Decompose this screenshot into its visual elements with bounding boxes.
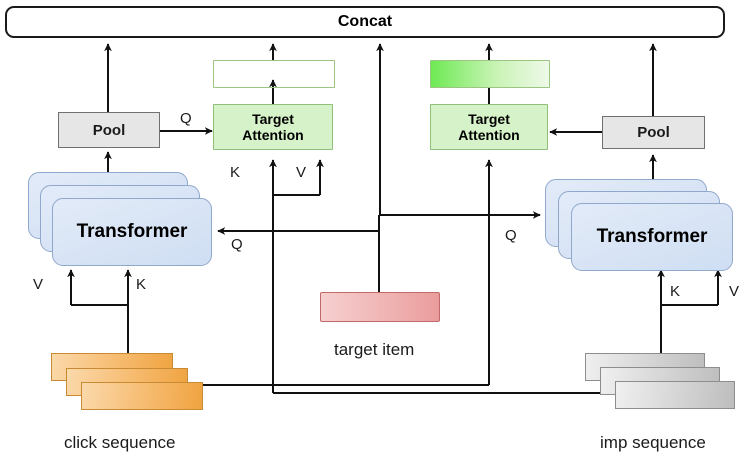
output-bar-left <box>213 60 335 88</box>
transformer-card-left-front[interactable] <box>52 198 212 266</box>
imp-sequence-card-3[interactable] <box>615 381 735 409</box>
target-item-caption: target item <box>334 340 415 359</box>
pool-box-left[interactable]: Pool <box>58 112 160 148</box>
pool-box-right[interactable]: Pool <box>602 116 705 149</box>
edge-label-q-transformer-left: Q <box>231 236 243 253</box>
edge-label-v-sequence-right: V <box>729 283 740 300</box>
target-item-box[interactable] <box>320 292 440 322</box>
click-sequence-caption: click sequence <box>64 433 176 452</box>
concat-box[interactable]: Concat <box>5 6 725 38</box>
edge-label-q-transformer-right: Q <box>505 227 517 244</box>
output-bar-right <box>430 60 550 88</box>
edge-label-k-attention-left: K <box>230 164 241 181</box>
target-attention-label-right-line2: Attention <box>458 127 520 143</box>
target-attention-label-right-line1: Target <box>468 110 510 127</box>
transformer-label-left: Transformer <box>76 221 188 242</box>
target-attention-box-left[interactable]: Target Attention <box>213 104 333 150</box>
click-sequence-card-3[interactable] <box>81 382 203 410</box>
transformer-label-right: Transformer <box>596 226 708 247</box>
target-attention-label-left-line2: Attention <box>242 127 304 143</box>
edge-label-k-sequence-right: K <box>670 283 681 300</box>
imp-sequence-caption: imp sequence <box>600 433 706 452</box>
edge-label-v-attention-left: V <box>296 164 307 181</box>
edge-label-q-pool-left: Q <box>180 110 192 127</box>
transformer-card-right-front[interactable] <box>571 203 733 271</box>
target-attention-box-right[interactable]: Target Attention <box>430 104 548 150</box>
edge-label-v-sequence-left: V <box>33 276 44 293</box>
edge-label-k-sequence-left: K <box>136 276 147 293</box>
target-attention-label-left-line1: Target <box>252 110 294 127</box>
